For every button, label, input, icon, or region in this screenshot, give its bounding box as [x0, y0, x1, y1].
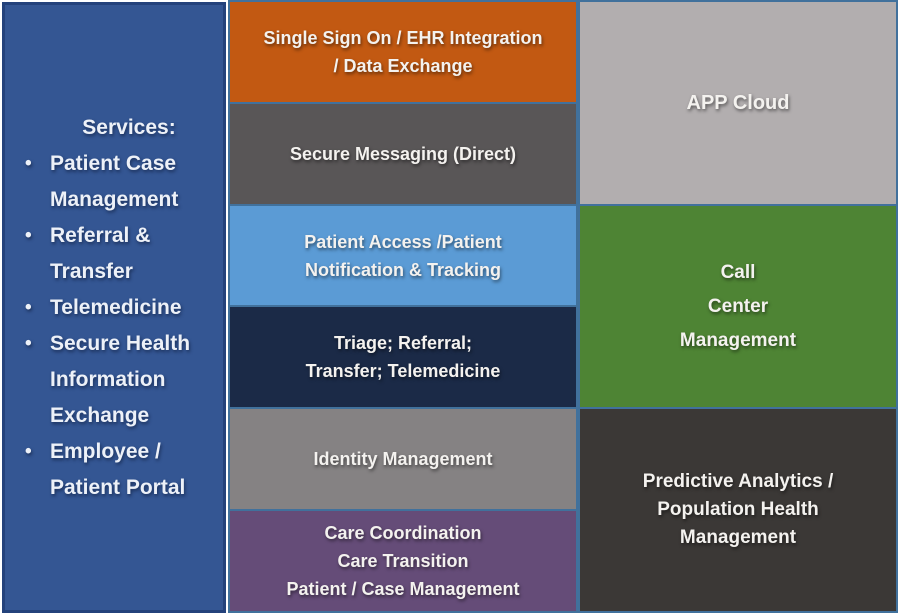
- block-label-line: Single Sign On / EHR Integration: [263, 27, 543, 48]
- middle-block-column: Single Sign On / EHR Integration / Data …: [228, 0, 578, 613]
- block-call-center-management: Call Center Management: [578, 203, 898, 410]
- right-block-column: APP Cloud Call Center Management Predict…: [578, 0, 898, 613]
- block-label-line: Care Transition: [337, 551, 469, 572]
- block-triage-referral-transfer: Triage; Referral; Transfer; Telemedicine: [228, 305, 578, 410]
- block-label-line: Patient / Case Management: [286, 579, 520, 600]
- block-label-line: Call: [720, 261, 756, 283]
- services-title: Services:: [82, 115, 176, 139]
- block-label-line: APP Cloud: [686, 91, 790, 114]
- block-label-line: Predictive Analytics /: [642, 471, 834, 493]
- block-label-line: Management: [679, 329, 797, 351]
- service-item-patient-case-management: Patient Case Management: [23, 146, 225, 218]
- service-item-referral-transfer: Referral & Transfer: [23, 218, 225, 290]
- block-label-line: / Data Exchange: [333, 55, 473, 76]
- block-app-cloud: APP Cloud: [578, 0, 898, 206]
- block-patient-access: Patient Access /Patient Notification & T…: [228, 203, 578, 308]
- block-secure-messaging: Secure Messaging (Direct): [228, 101, 578, 206]
- block-label-line: Transfer; Telemedicine: [305, 361, 501, 382]
- block-label-line: Notification & Tracking: [304, 259, 502, 280]
- block-single-sign-on: Single Sign On / EHR Integration / Data …: [228, 0, 578, 104]
- block-label-line: Patient Access /Patient: [304, 231, 502, 252]
- block-label-line: Care Coordination: [324, 523, 482, 544]
- block-label-line: Population Health: [657, 499, 819, 521]
- service-item-employee-patient-portal: Employee / Patient Portal: [23, 434, 225, 506]
- block-label-line: Identity Management: [313, 449, 493, 470]
- block-label-line: Triage; Referral;: [333, 333, 473, 354]
- block-care-coordination: Care Coordination Care Transition Patien…: [228, 509, 578, 613]
- block-label-line: Management: [679, 527, 797, 549]
- service-item-secure-health-information-exchange: Secure Health Information Exchange: [23, 326, 225, 434]
- services-list: Patient Case Management Referral & Trans…: [5, 146, 223, 506]
- service-item-telemedicine: Telemedicine: [23, 290, 225, 326]
- services-panel: Services: Patient Case Management Referr…: [2, 2, 226, 613]
- block-label-line: Secure Messaging (Direct): [289, 143, 517, 164]
- block-label-line: Center: [707, 295, 769, 317]
- block-predictive-analytics: Predictive Analytics / Population Health…: [578, 407, 898, 613]
- block-identity-management: Identity Management: [228, 407, 578, 512]
